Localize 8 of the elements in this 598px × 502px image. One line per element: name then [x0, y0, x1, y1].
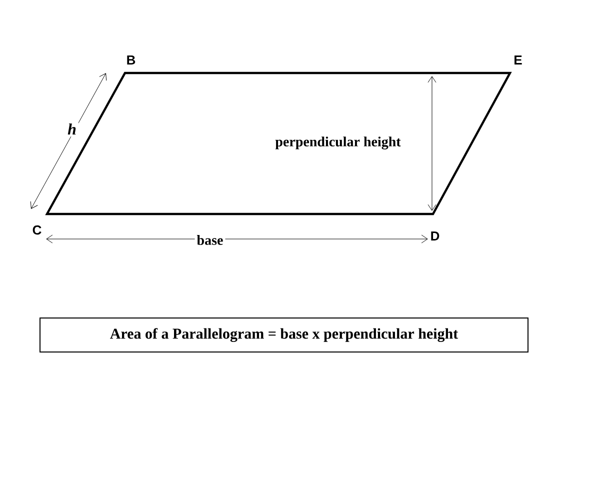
- vertex-label: D: [428, 230, 442, 242]
- dimension-label: perpendicular height: [273, 134, 403, 152]
- vertex-label: B: [124, 54, 138, 66]
- vertex-label: E: [512, 54, 524, 66]
- dimension-label: h: [66, 121, 78, 137]
- vertex-label: C: [30, 223, 44, 237]
- dimension-label: base: [194, 233, 226, 247]
- formula-box: Area of a Parallelogram = base x perpendicular height: [40, 318, 528, 352]
